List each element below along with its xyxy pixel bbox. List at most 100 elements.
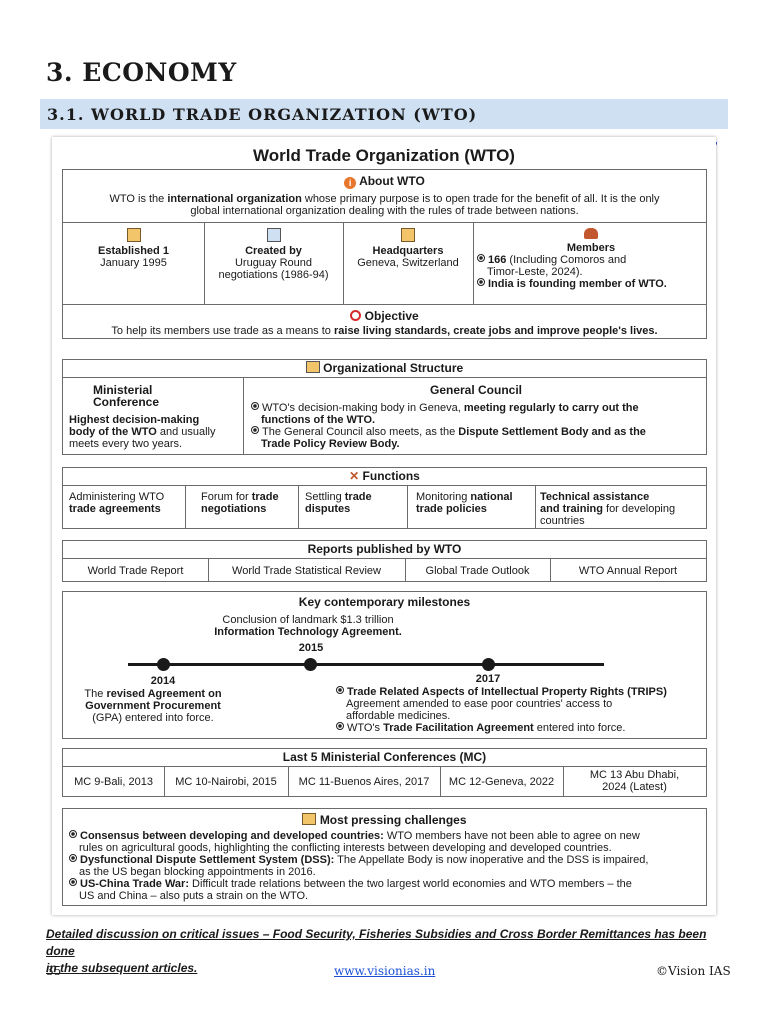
tools-icon: ✕ [349, 469, 360, 483]
objective-text-bold: raise living standards, create jobs and … [333, 325, 658, 337]
gc-text: WTO's decision-making body in Geneva, [262, 402, 464, 414]
milestones-heading: Key contemporary milestones [298, 595, 471, 609]
bullet-icon [336, 686, 344, 694]
conference-item: MC 11-Buenos Aires, 2017 [298, 776, 430, 788]
gc-text: The General Council also meets, as the [262, 426, 459, 438]
divider [535, 486, 536, 528]
conferences-heading: Last 5 Ministerial Conferences (MC) [63, 749, 706, 767]
function-text: Administering WTO [69, 491, 165, 503]
challenge-bold: Dysfunctional Dispute Settlement System … [80, 854, 335, 866]
org-structure-heading-row: Organizational Structure [63, 360, 706, 378]
report-item: Global Trade Outlook [425, 565, 530, 577]
org-structure-box: Organizational Structure Ministerial Con… [62, 359, 707, 455]
milestone-text: The [84, 688, 107, 700]
milestone-2014-text: The revised Agreement on Government Proc… [78, 688, 228, 724]
conference-item-latest: MC 13 Abu Dhabi, 2024 (Latest) [563, 769, 706, 793]
fact-label: Headquarters [372, 245, 444, 257]
milestone-bold: Government Procurement [85, 700, 221, 712]
note-line: Detailed discussion on critical issues –… [46, 927, 707, 958]
fact-value: January 1995 [100, 257, 167, 269]
conference-text: 2024 (Latest) [602, 781, 667, 793]
divider [440, 767, 441, 796]
members-count: 166 [488, 254, 507, 266]
challenges-list: Consensus between developing and develop… [69, 830, 701, 902]
fact-created-by: Created by Uruguay Round negotiations (1… [204, 228, 343, 281]
function-text: Forum for [201, 491, 252, 503]
bullet-icon [69, 830, 77, 838]
about-text-pre: WTO is the [109, 193, 168, 205]
wto-infographic: World Trade Organization (WTO) i About W… [52, 137, 716, 915]
ministerial-bold: body of the WTO [69, 426, 157, 438]
gc-bold: Trade Policy Review Body. [261, 438, 400, 450]
about-text-post: whose primary purpose is to open trade f… [301, 193, 660, 205]
challenge-bold: Consensus between developing and develop… [80, 830, 384, 842]
challenge-item: US-China Trade War: Difficult trade rela… [69, 878, 701, 890]
conference-item: MC 9-Bali, 2013 [74, 776, 153, 788]
fact-established: Established 1 January 1995 [63, 228, 204, 269]
gc-bold: meeting regularly to carry out the [463, 402, 639, 414]
timeline-dot [482, 658, 495, 671]
function-bold: trade [251, 491, 279, 503]
members-text: Timor-Leste, 2024). [487, 266, 583, 278]
milestone-text: entered into force. [533, 722, 626, 734]
fact-value: Geneva, Switzerland [357, 257, 459, 269]
divider [208, 559, 209, 581]
members-india: India is founding member of WTO. [488, 278, 667, 290]
divider [204, 222, 205, 304]
bullet-icon [477, 254, 485, 262]
about-heading: About WTO [359, 174, 425, 188]
milestone-2015-text: Conclusion of landmark $1.3 trillion Inf… [193, 614, 423, 638]
divider [288, 767, 289, 796]
divider [298, 486, 299, 528]
divider [563, 767, 564, 796]
ministerial-conference: Ministerial Conference Highest decision-… [69, 384, 239, 450]
website-link[interactable]: www.visionias.in [334, 964, 436, 978]
functions-heading: Functions [362, 469, 420, 483]
section-title: 3. ECONOMY [46, 58, 237, 87]
infographic-title: World Trade Organization (WTO) [253, 146, 515, 165]
challenge-text: WTO members have not been able to agree … [383, 830, 640, 842]
year-2014: 2014 [150, 675, 176, 687]
fact-value: Uruguay Round [234, 257, 313, 269]
calendar-icon [126, 228, 141, 242]
divider [550, 559, 551, 581]
divider [185, 486, 186, 528]
report-item: World Trade Report [87, 565, 184, 577]
fact-value: negotiations (1986-94) [218, 269, 329, 281]
challenge-item: Dysfunctional Dispute Settlement System … [69, 854, 701, 866]
bullet-icon [69, 854, 77, 862]
function-text: Settling [305, 491, 345, 503]
note-text: Detailed discussion on critical issues –… [46, 926, 736, 977]
objective-heading-row: Objective [63, 310, 706, 322]
target-icon [350, 310, 362, 321]
timeline-dot [157, 658, 170, 671]
function-bold: and training [540, 503, 603, 515]
challenge-text: Difficult trade relations between the tw… [189, 878, 632, 890]
fact-label: Established 1 [98, 245, 169, 257]
challenge-item: Consensus between developing and develop… [69, 830, 701, 842]
milestone-text: (GPA) entered into force. [92, 712, 214, 724]
functions-heading-row: ✕ Functions [63, 468, 706, 486]
about-text-line2: global international organization dealin… [190, 205, 579, 217]
conference-item: MC 10-Nairobi, 2015 [175, 776, 277, 788]
members-line1: 166 (Including Comoros and [477, 254, 705, 266]
conference-text: MC 13 Abu Dhabi, [589, 769, 680, 781]
objective-text-pre: To help its members use trade as a means… [111, 325, 334, 337]
about-text: WTO is the international organization wh… [69, 193, 700, 217]
divider [164, 767, 165, 796]
page-number: 35 [46, 964, 62, 978]
people-icon [584, 228, 598, 239]
milestone-text: affordable medicines. [346, 710, 451, 722]
challenge-text: The Appellate Body is now inoperative an… [334, 854, 649, 866]
fact-label: Members [566, 242, 616, 254]
year-2015: 2015 [298, 642, 324, 654]
brand-footer: ©Vision IAS [656, 964, 731, 978]
ministerial-title: Ministerial [93, 383, 153, 397]
org-chart-icon [305, 361, 320, 373]
milestones-box: Key contemporary milestones Conclusion o… [62, 591, 707, 739]
objective-heading: Objective [364, 309, 419, 323]
